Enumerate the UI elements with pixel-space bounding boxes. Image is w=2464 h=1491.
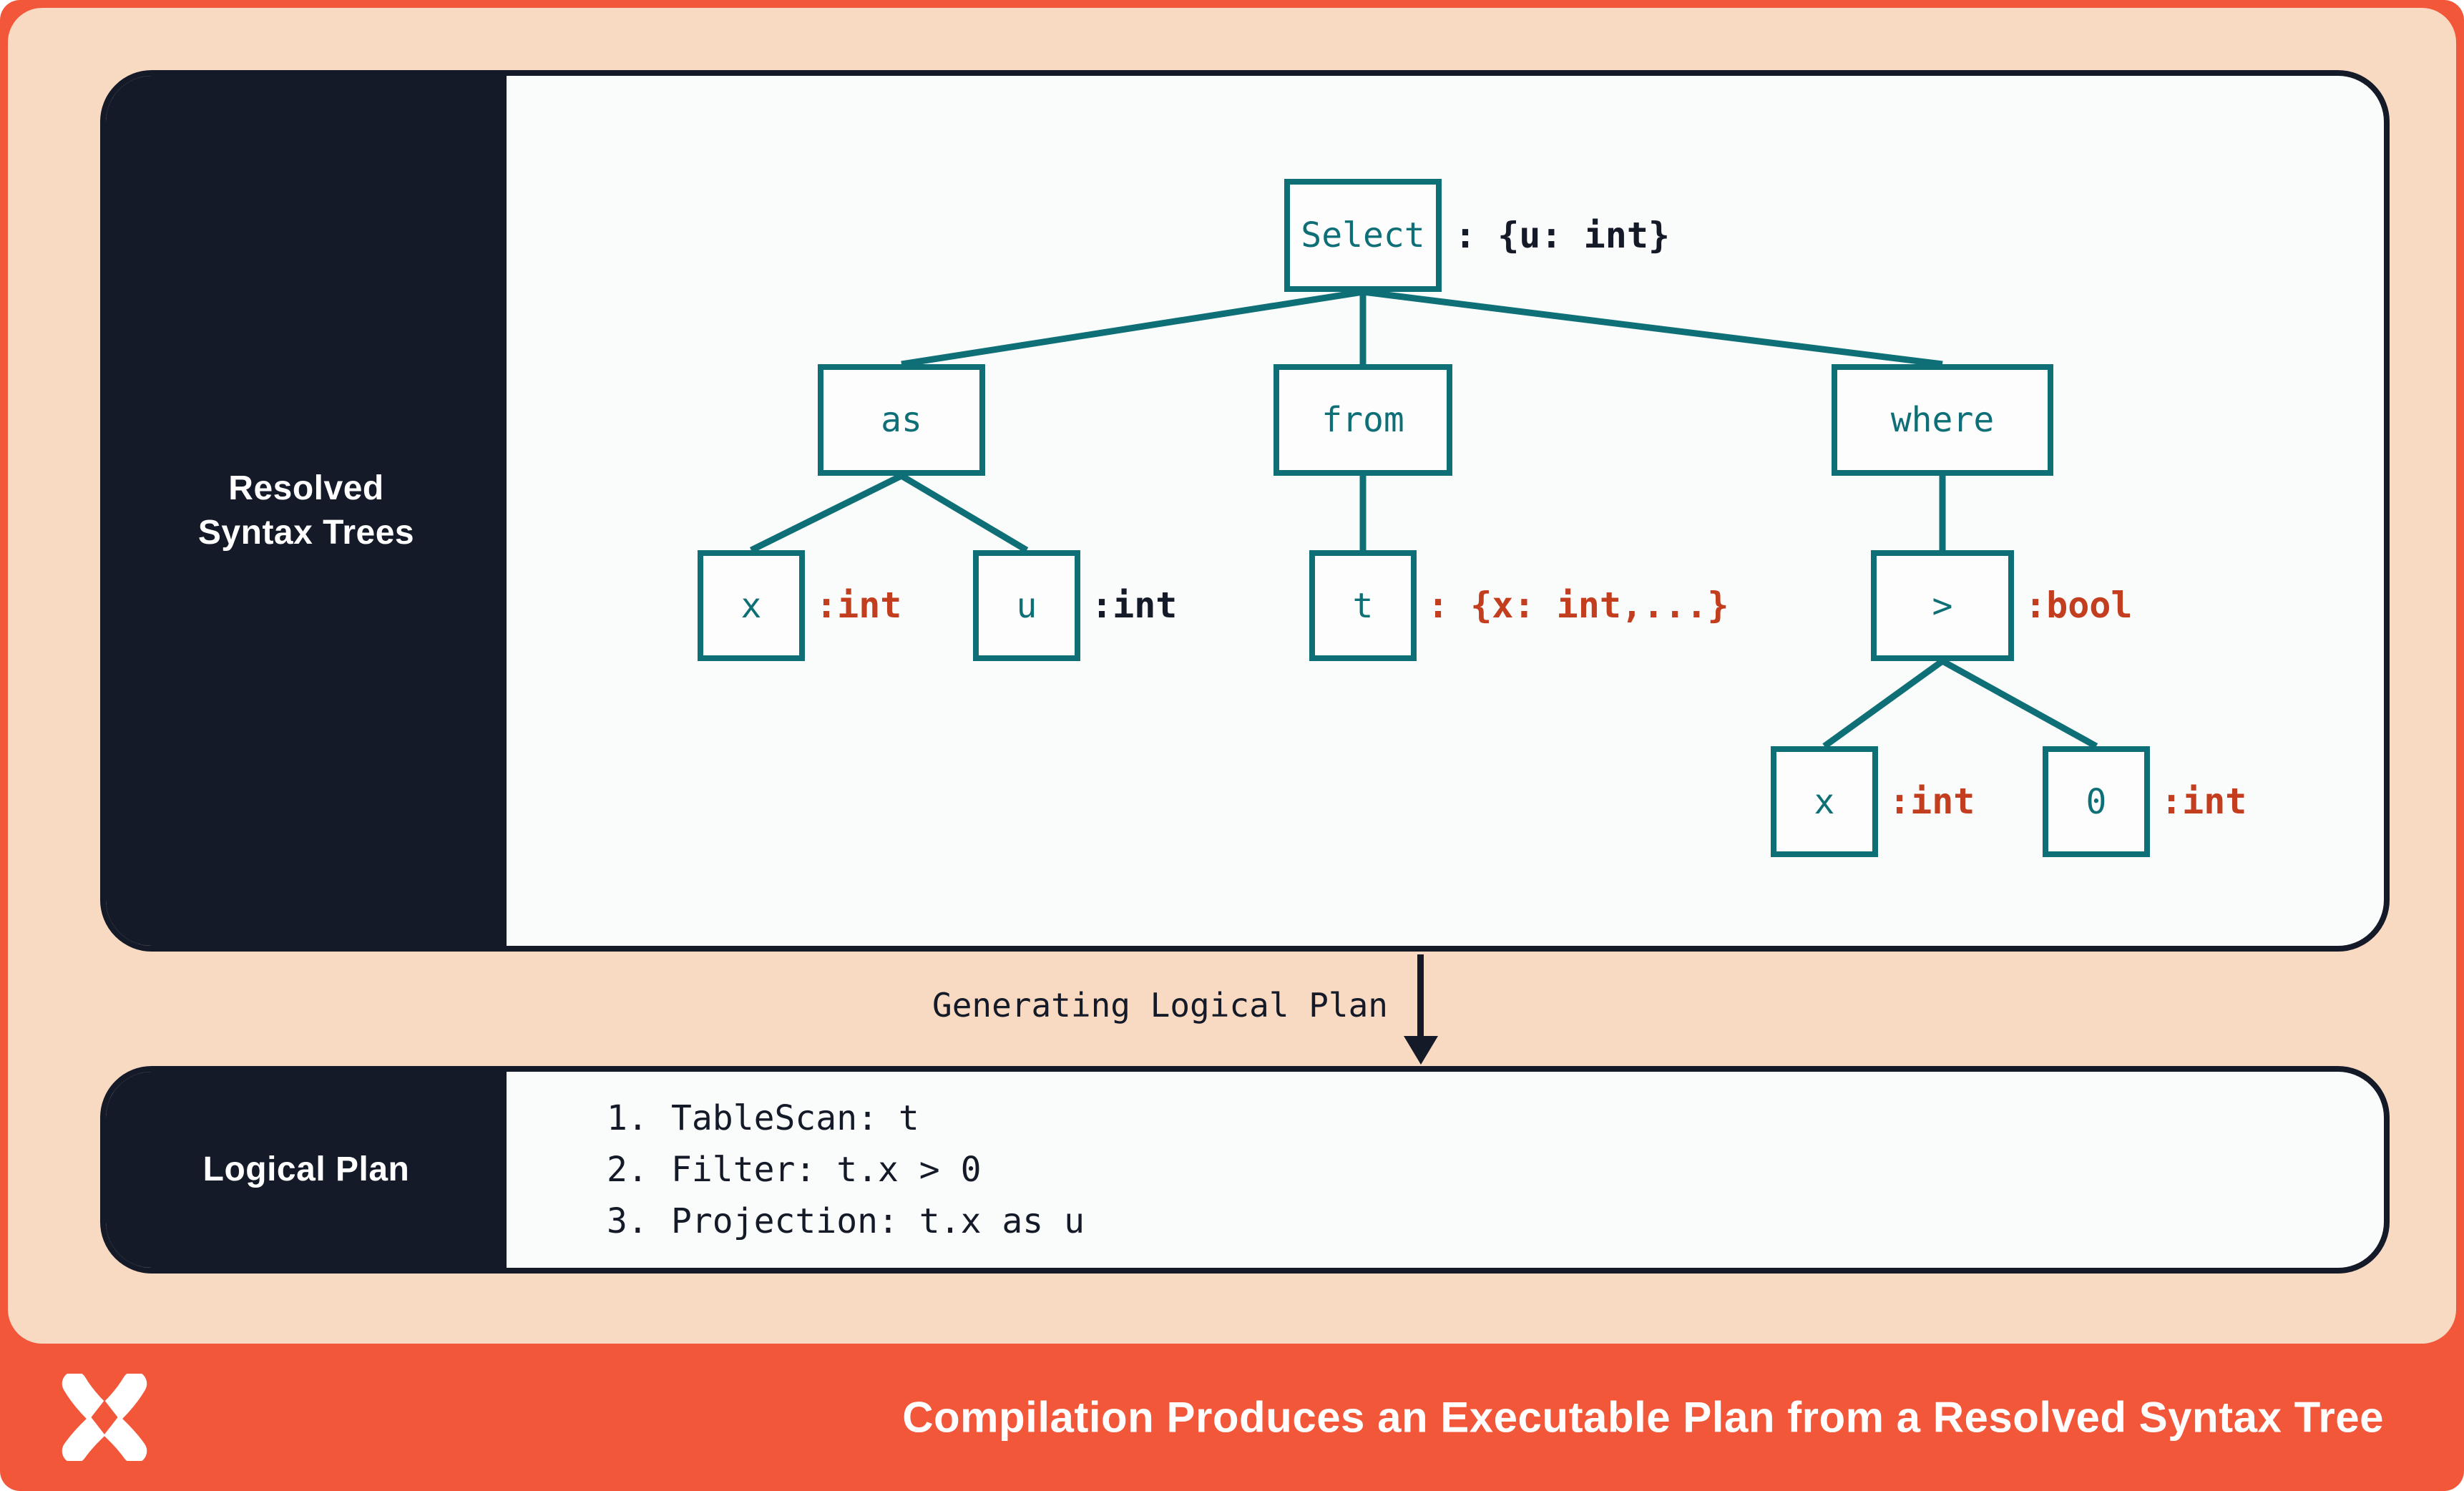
syntax-tree-canvas: Select : {u: int} as from where x :int u… [106, 76, 2384, 946]
node-where-label: where [1890, 400, 1995, 440]
plan-step: 1. TableScan: t [607, 1092, 2384, 1144]
node-where: where [1832, 364, 2053, 476]
node-t-label: t [1352, 585, 1374, 626]
annotation-zero-type: :int [2161, 781, 2247, 822]
annotation-x2-type: :int [1889, 781, 1975, 822]
node-select-label: Select [1301, 215, 1425, 255]
node-u-label: u [1016, 585, 1037, 626]
node-t: t [1309, 550, 1417, 661]
annotation-gt-type: :bool [2025, 585, 2133, 626]
step-text: Filter: t.x > 0 [671, 1150, 982, 1190]
annotation-x-type: :int [816, 585, 902, 626]
node-as: as [818, 364, 985, 476]
logical-plan-steps: 1. TableScan: t 2. Filter: t.x > 0 3. Pr… [507, 1072, 2384, 1268]
node-u: u [973, 550, 1080, 661]
logical-plan-sidebar: Logical Plan [106, 1072, 507, 1268]
node-x2-label: x [1814, 781, 1835, 822]
rst-sidebar: Resolved Syntax Trees [106, 76, 507, 946]
node-zero: 0 [2043, 746, 2150, 857]
logical-plan-panel: 1. TableScan: t 2. Filter: t.x > 0 3. Pr… [100, 1066, 2390, 1274]
transition-label: Generating Logical Plan [932, 986, 1388, 1025]
node-x-compare-child: x [1771, 746, 1878, 857]
node-zero-label: 0 [2086, 781, 2107, 822]
plan-step: 2. Filter: t.x > 0 [607, 1144, 2384, 1196]
step-number: 2. [607, 1150, 648, 1190]
step-number: 1. [607, 1098, 648, 1138]
rst-sidebar-label-line2: Syntax Trees [197, 514, 415, 552]
step-text: Projection: t.x as u [671, 1201, 1085, 1241]
node-select: Select [1284, 179, 1442, 292]
step-text: TableScan: t [671, 1098, 919, 1138]
annotation-select-type: : {u: int} [1455, 215, 1671, 256]
down-arrow-icon [1417, 954, 1424, 1039]
node-x-as-child: x [698, 550, 805, 661]
node-greater-than: > [1871, 550, 2014, 661]
rst-sidebar-label-line1: Resolved [228, 469, 384, 507]
node-from-label: from [1321, 400, 1404, 440]
down-arrow-head-icon [1404, 1036, 1438, 1065]
node-greater-than-label: > [1932, 585, 1953, 626]
plan-step: 3. Projection: t.x as u [607, 1196, 2384, 1247]
annotation-u-type: :int [1091, 585, 1178, 626]
footer-bar: Compilation Produces an Executable Plan … [0, 1344, 2464, 1491]
step-number: 3. [607, 1201, 648, 1241]
footer-title: Compilation Produces an Executable Plan … [902, 1393, 2384, 1442]
node-x-label: x [740, 585, 762, 626]
x-cross-logo-icon [62, 1374, 147, 1461]
node-from: from [1273, 364, 1452, 476]
logical-plan-sidebar-label: Logical Plan [202, 1150, 410, 1188]
node-as-label: as [881, 400, 922, 440]
resolved-syntax-trees-panel: Select : {u: int} as from where x :int u… [100, 70, 2390, 952]
annotation-t-type: : {x: int,...} [1427, 585, 1729, 626]
tree-edges [750, 288, 2098, 749]
